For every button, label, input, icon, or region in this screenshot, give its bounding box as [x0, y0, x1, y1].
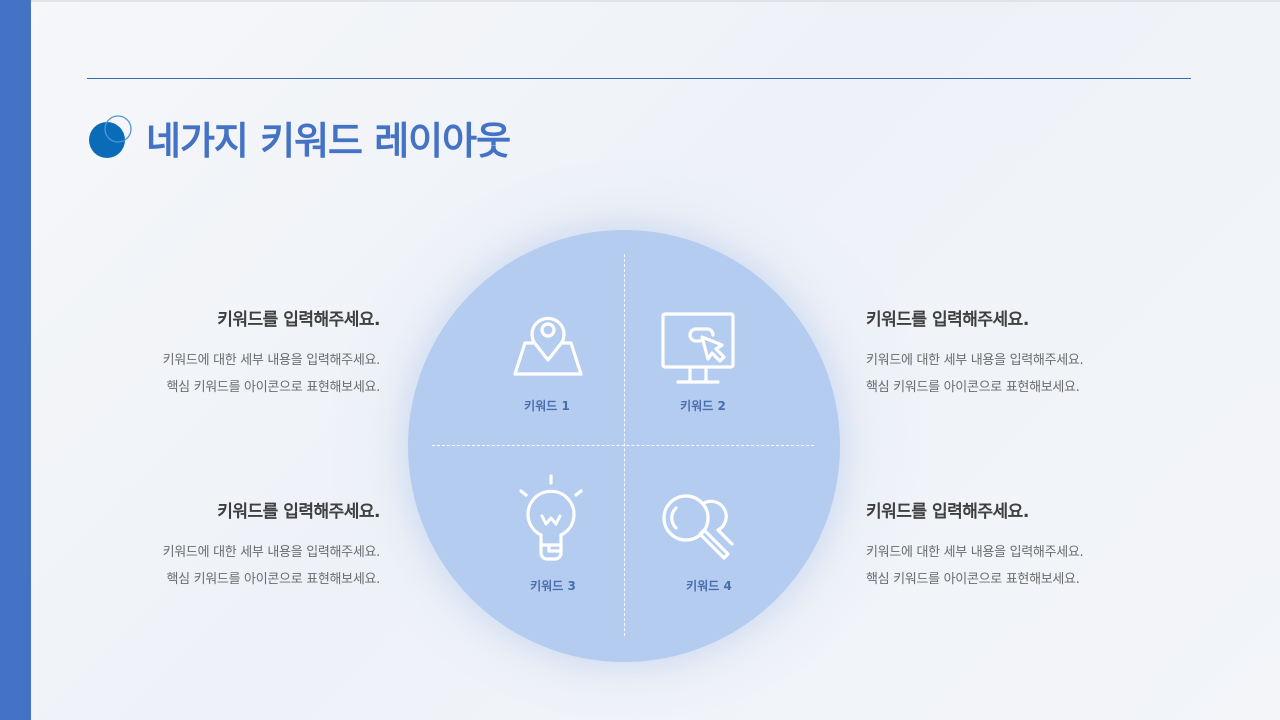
keyword-block-top-right: 키워드를 입력해주세요. 키워드에 대한 세부 내용을 입력해주세요. 핵심 키…	[866, 309, 1166, 401]
title-bullet-icon	[89, 115, 132, 158]
keyword-heading: 키워드를 입력해주세요.	[217, 310, 380, 330]
lightbulb-icon	[519, 474, 583, 561]
top-edge	[0, 0, 1280, 2]
description-line-2: 핵심 키워드를 아이콘으로 표현해보세요.	[166, 572, 380, 587]
page-title: 네가지 키워드 레이아웃	[146, 119, 511, 163]
map-pin-icon	[513, 316, 583, 376]
monitor-click-icon	[661, 312, 735, 384]
description-line-1: 키워드에 대한 세부 내용을 입력해주세요.	[162, 353, 381, 368]
description-line-1: 키워드에 대한 세부 내용을 입력해주세요.	[866, 545, 1084, 560]
keyword-heading: 키워드를 입력해주세요.	[866, 502, 1029, 522]
keyword-heading: 키워드를 입력해주세요.	[217, 502, 380, 522]
description-line-1: 키워드에 대한 세부 내용을 입력해주세요.	[866, 353, 1084, 368]
keyword-block-bottom-left: 키워드를 입력해주세요. 키워드에 대한 세부 내용을 입력해주세요. 핵심 키…	[80, 501, 381, 593]
description-line-2: 핵심 키워드를 아이콘으로 표현해보세요.	[166, 380, 380, 395]
side-accent-bar	[0, 0, 31, 720]
title-rule	[87, 78, 1191, 79]
description-line-1: 키워드에 대한 세부 내용을 입력해주세요.	[162, 545, 381, 560]
description-line-2: 핵심 키워드를 아이콘으로 표현해보세요.	[866, 572, 1080, 587]
description-line-2: 핵심 키워드를 아이콘으로 표현해보세요.	[866, 380, 1080, 395]
keyword-block-bottom-right: 키워드를 입력해주세요. 키워드에 대한 세부 내용을 입력해주세요. 핵심 키…	[866, 501, 1166, 593]
keyword-heading: 키워드를 입력해주세요.	[866, 310, 1029, 330]
keyword-description: 키워드에 대한 세부 내용을 입력해주세요. 핵심 키워드를 아이콘으로 표현해…	[866, 539, 1166, 593]
quadrant-label-4: 키워드 4	[686, 579, 732, 593]
quadrant-label-1: 키워드 1	[524, 399, 570, 413]
horizontal-divider	[432, 445, 814, 446]
magnifier-icon	[662, 494, 734, 560]
keyword-description: 키워드에 대한 세부 내용을 입력해주세요. 핵심 키워드를 아이콘으로 표현해…	[866, 347, 1166, 401]
keyword-description: 키워드에 대한 세부 내용을 입력해주세요. 핵심 키워드를 아이콘으로 표현해…	[80, 539, 381, 593]
quadrant-label-3: 키워드 3	[530, 579, 576, 593]
quadrant-label-2: 키워드 2	[680, 399, 726, 413]
keyword-description: 키워드에 대한 세부 내용을 입력해주세요. 핵심 키워드를 아이콘으로 표현해…	[80, 347, 381, 401]
keyword-block-top-left: 키워드를 입력해주세요. 키워드에 대한 세부 내용을 입력해주세요. 핵심 키…	[80, 309, 381, 401]
